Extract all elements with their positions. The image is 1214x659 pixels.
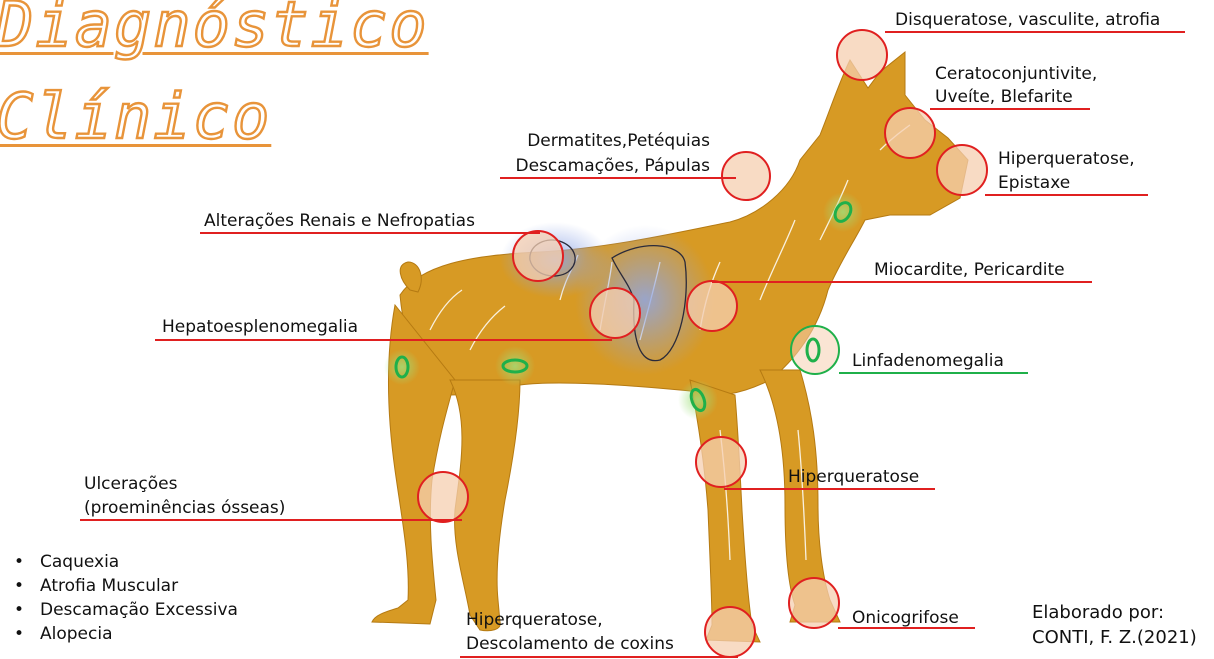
label-hepato: Hepatoesplenomegalia xyxy=(162,316,358,338)
label-ulceracoes-1: Ulcerações xyxy=(84,473,177,495)
list-item: Descamação Excessiva xyxy=(12,598,238,622)
label-hiperqueratose-focinho-1: Hiperqueratose, xyxy=(998,148,1135,170)
label-hiperqueratose-perna: Hiperqueratose xyxy=(788,466,919,488)
label-ceratoconjuntivite-2: Uveíte, Blefarite xyxy=(935,86,1073,108)
label-coxins-1: Hiperqueratose, xyxy=(466,609,603,631)
label-ulceracoes-2: (proeminências ósseas) xyxy=(84,497,285,519)
label-ceratoconjuntivite-1: Ceratoconjuntivite, xyxy=(935,63,1097,85)
label-disqueratose: Disqueratose, vasculite, atrofia xyxy=(895,9,1160,31)
label-linfadenomegalia: Linfadenomegalia xyxy=(852,350,1004,372)
list-item: Atrofia Muscular xyxy=(12,574,238,598)
author-credit: Elaborado por: CONTI, F. Z.(2021) xyxy=(1032,600,1197,650)
title-line-1: Diagnóstico xyxy=(0,0,429,56)
symptom-list: Caquexia Atrofia Muscular Descamação Exc… xyxy=(12,550,238,646)
label-dermatites-1: Dermatites,Petéquias xyxy=(500,130,710,152)
label-miocardite: Miocardite, Pericardite xyxy=(874,259,1065,281)
title-line-2: Clínico xyxy=(0,86,271,148)
label-hiperqueratose-focinho-2: Epistaxe xyxy=(998,172,1070,194)
list-item: Caquexia xyxy=(12,550,238,574)
credit-line-1: Elaborado por: xyxy=(1032,600,1197,625)
label-dermatites-2: Descamações, Pápulas xyxy=(490,155,710,177)
label-renais: Alterações Renais e Nefropatias xyxy=(204,210,475,232)
label-onicogrifose: Onicogrifose xyxy=(852,607,959,629)
label-coxins-2: Descolamento de coxins xyxy=(466,633,674,655)
list-item: Alopecia xyxy=(12,622,238,646)
credit-line-2: CONTI, F. Z.(2021) xyxy=(1032,625,1197,650)
